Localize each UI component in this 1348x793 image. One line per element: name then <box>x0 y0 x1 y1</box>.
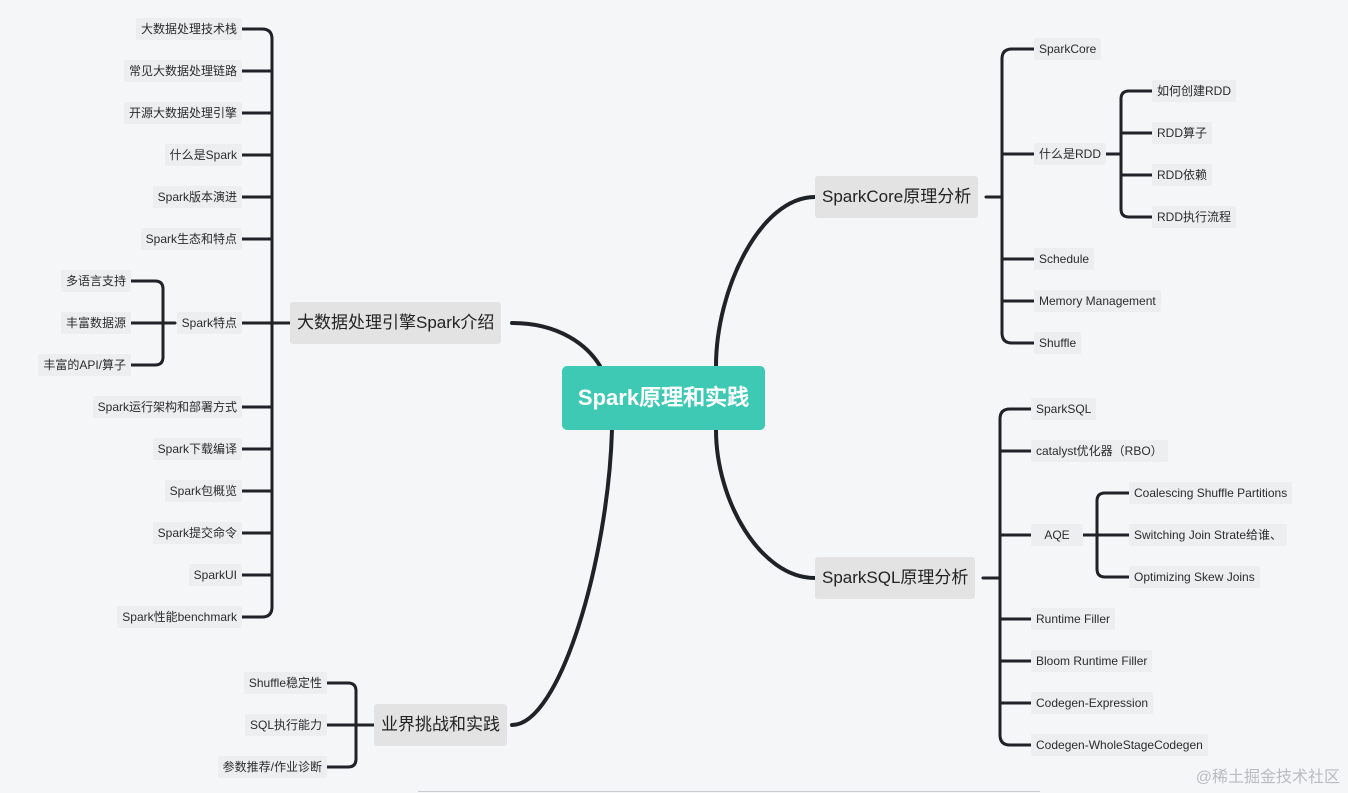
bottom-divider <box>418 791 1040 792</box>
intro-item[interactable]: SparkUI <box>188 564 242 586</box>
aqe-item[interactable]: Coalescing Shuffle Partitions <box>1129 482 1293 504</box>
link-core-items <box>1000 47 1036 61</box>
branch-sparkcore[interactable]: SparkCore原理分析 <box>815 176 979 218</box>
sql-item[interactable]: Codegen-Expression <box>1031 692 1154 714</box>
branch-sparksql[interactable]: SparkSQL原理分析 <box>815 557 976 599</box>
link-practice-items <box>324 681 358 693</box>
core-item[interactable]: SparkCore <box>1034 38 1102 60</box>
rdd-item[interactable]: RDD依赖 <box>1152 164 1212 186</box>
intro-item[interactable]: 大数据处理技术栈 <box>135 18 242 40</box>
practice-item[interactable]: Shuffle稳定性 <box>243 672 327 694</box>
link-spark-features <box>129 279 165 291</box>
link-aqe-items <box>1095 491 1131 503</box>
intro-item[interactable]: Spark提交命令 <box>152 522 242 544</box>
branch-intro[interactable]: 大数据处理引擎Spark介绍 <box>290 302 502 344</box>
aqe-item[interactable]: Switching Join Strate给谁、 <box>1129 524 1288 546</box>
rdd-item[interactable]: RDD执行流程 <box>1152 206 1236 228</box>
intro-item-spark-features[interactable]: Spark特点 <box>176 312 242 334</box>
sql-item[interactable]: Runtime Filler <box>1031 608 1116 630</box>
core-item[interactable]: Shuffle <box>1034 332 1082 354</box>
intro-item[interactable]: 开源大数据处理引擎 <box>123 102 242 124</box>
rdd-item[interactable]: RDD算子 <box>1152 122 1212 144</box>
link-root-core <box>714 195 817 368</box>
link-root-sql <box>714 428 817 580</box>
link-root-intro <box>510 321 602 368</box>
link-core-items <box>1000 331 1036 345</box>
intro-item[interactable]: Spark性能benchmark <box>117 606 242 628</box>
intro-item[interactable]: 常见大数据处理链路 <box>123 60 242 82</box>
intro-item[interactable]: Spark版本演进 <box>152 186 242 208</box>
watermark: @稀土掘金技术社区 <box>1195 769 1340 786</box>
link-root-practice <box>510 428 614 727</box>
practice-item[interactable]: SQL执行能力 <box>244 714 327 736</box>
spark-feature-item[interactable]: 多语言支持 <box>60 270 131 292</box>
link-aqe-items <box>1095 567 1131 579</box>
core-item-rdd[interactable]: 什么是RDD <box>1034 143 1106 165</box>
intro-item[interactable]: 什么是Spark <box>164 144 242 166</box>
root-node[interactable]: Spark原理和实践 <box>562 366 765 430</box>
branch-practice[interactable]: 业界挑战和实践 <box>374 704 507 746</box>
spark-feature-item[interactable]: 丰富的API/算子 <box>38 354 131 376</box>
sql-item[interactable]: Bloom Runtime Filler <box>1031 650 1153 672</box>
practice-item[interactable]: 参数推荐/作业诊断 <box>217 756 327 778</box>
link-practice-items <box>324 757 358 769</box>
core-item[interactable]: Schedule <box>1034 248 1095 270</box>
spark-feature-item[interactable]: 丰富数据源 <box>60 312 131 334</box>
intro-item[interactable]: Spark生态和特点 <box>140 228 242 250</box>
link-spark-features <box>129 355 165 367</box>
link-sql-items <box>998 407 1033 421</box>
link-intro-items <box>240 27 274 41</box>
link-rdd-items <box>1119 207 1154 219</box>
sql-item[interactable]: SparkSQL <box>1031 398 1097 420</box>
sql-item[interactable]: Codegen-WholeStageCodegen <box>1031 734 1208 756</box>
link-sql-items <box>998 733 1033 747</box>
core-item[interactable]: Memory Management <box>1034 290 1161 312</box>
aqe-item[interactable]: Optimizing Skew Joins <box>1129 566 1260 588</box>
intro-item[interactable]: Spark运行架构和部署方式 <box>92 396 242 418</box>
rdd-item[interactable]: 如何创建RDD <box>1152 80 1236 102</box>
intro-item[interactable]: Spark包概览 <box>164 480 242 502</box>
link-rdd-items <box>1119 89 1154 101</box>
link-intro-items <box>240 605 274 619</box>
sql-item[interactable]: catalyst优化器（RBO） <box>1031 440 1168 462</box>
sql-item-aqe[interactable]: AQE <box>1031 524 1083 546</box>
intro-item[interactable]: Spark下载编译 <box>152 438 242 460</box>
